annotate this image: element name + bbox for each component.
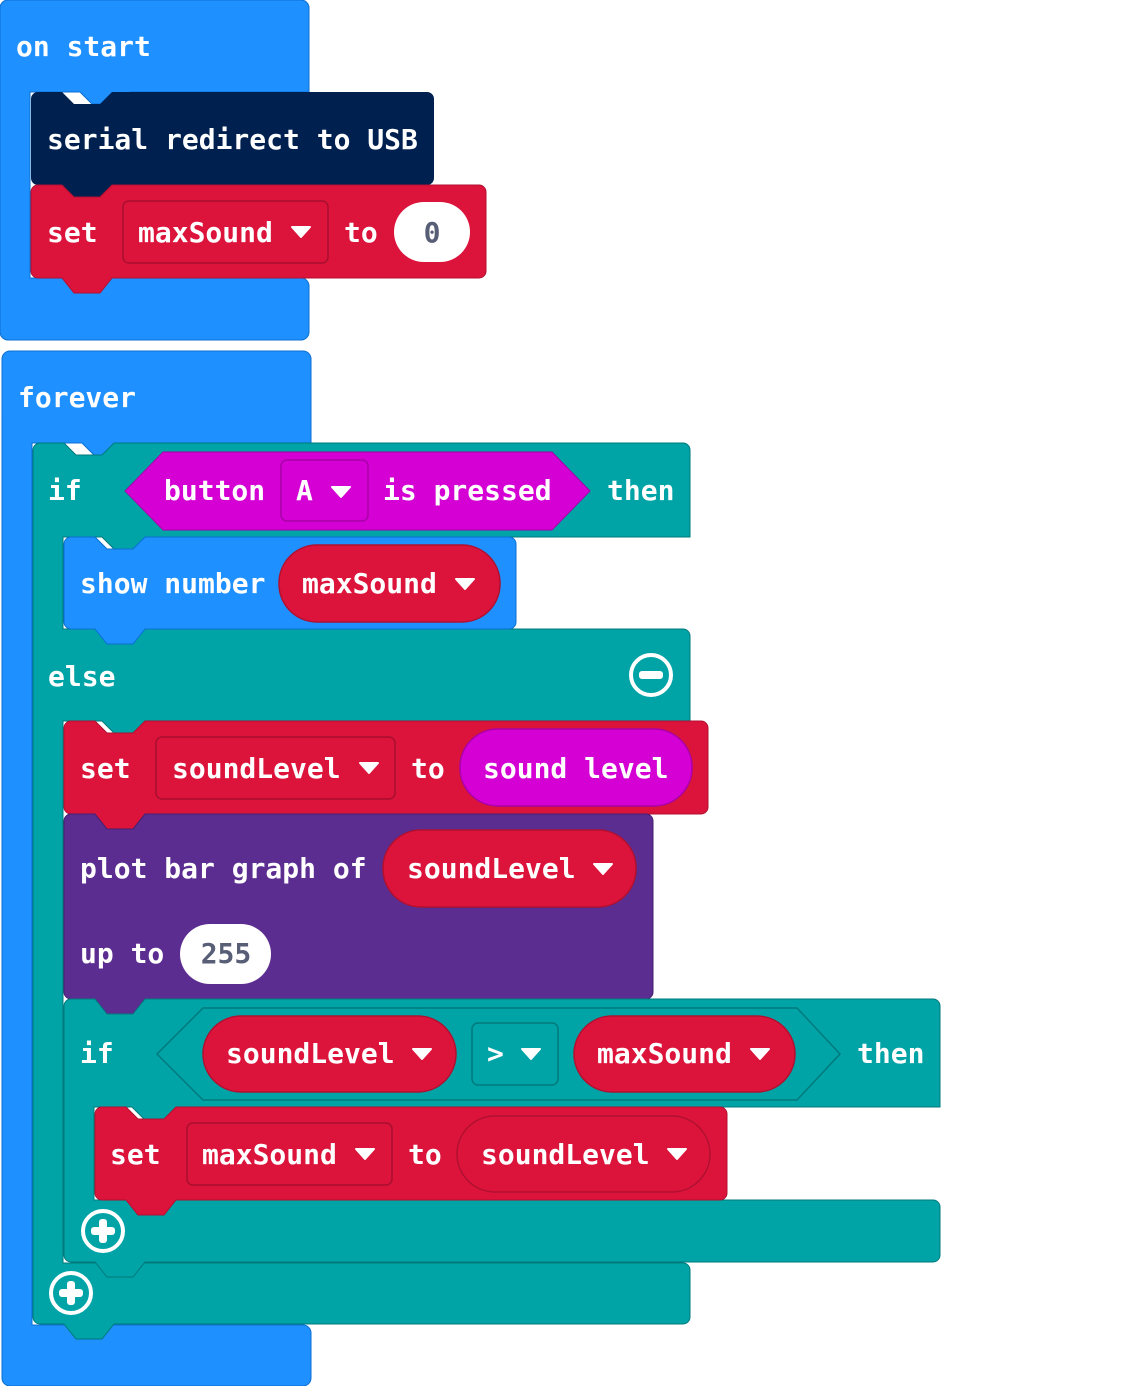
- button-choice-dropdown-box: [280, 459, 369, 522]
- show-number-block[interactable]: show number maxSound: [63, 536, 517, 645]
- serial-redirect-block[interactable]: serial redirect to USB: [31, 92, 434, 197]
- forever-block-shape: [1, 350, 312, 1386]
- set-maxsound-to-soundlevel-block[interactable]: set maxSound to soundLevel: [94, 1106, 728, 1216]
- right-variable-label: maxSound: [597, 1037, 732, 1070]
- show-number-keyword: show number: [80, 567, 265, 600]
- left-variable-label: soundLevel: [226, 1037, 395, 1070]
- forever-block[interactable]: forever: [1, 350, 312, 1386]
- variable-reporter[interactable]: soundLevel: [382, 829, 637, 908]
- variable-dropdown[interactable]: maxSound: [186, 1122, 393, 1186]
- is-pressed-keyword: is pressed: [383, 474, 552, 507]
- variable-dropdown[interactable]: soundLevel: [155, 736, 396, 800]
- number-input-box: [394, 202, 470, 262]
- number-input-value: 0: [424, 216, 441, 249]
- if-else-block[interactable]: if then else: [32, 442, 691, 1340]
- inner-if-block[interactable]: if then soundLevel > maxSound: [63, 998, 941, 1278]
- button-keyword: button: [164, 474, 265, 507]
- on-start-block-shape: [0, 0, 310, 341]
- plus-circle-icon: [49, 1271, 93, 1315]
- dropdown-arrow-icon: [412, 1048, 432, 1060]
- dropdown-arrow-icon: [750, 1048, 770, 1060]
- variable-reporter-shape: [278, 544, 501, 623]
- number-input-value: 255: [201, 937, 252, 970]
- dropdown-arrow-icon: [359, 762, 379, 774]
- serial-redirect-block-shape: [31, 92, 434, 197]
- dropdown-arrow-icon: [667, 1148, 687, 1160]
- variable-dropdown-box: [186, 1122, 393, 1186]
- variable-dropdown-box: [155, 736, 396, 800]
- set-keyword: set: [80, 752, 131, 785]
- operator-dropdown[interactable]: >: [471, 1022, 559, 1086]
- dropdown-arrow-icon: [355, 1148, 375, 1160]
- serial-redirect-label: serial redirect to USB: [47, 123, 418, 156]
- right-variable-reporter[interactable]: maxSound: [573, 1015, 796, 1093]
- plot-bar-graph-keyword: plot bar graph of: [80, 852, 367, 885]
- set-maxsound-block[interactable]: set maxSound to 0: [30, 184, 487, 294]
- up-to-keyword: up to: [80, 937, 164, 970]
- variable-reporter[interactable]: maxSound: [278, 544, 501, 623]
- sound-level-reporter-shape: [459, 728, 693, 807]
- variable-dropdown-label: maxSound: [138, 216, 273, 249]
- forever-label: forever: [18, 381, 136, 414]
- set-keyword: set: [47, 216, 98, 249]
- variable-dropdown-label: maxSound: [202, 1138, 337, 1171]
- plus-circle-icon: [81, 1209, 125, 1253]
- variable-reporter-label: maxSound: [302, 567, 437, 600]
- number-input[interactable]: 0: [394, 202, 470, 262]
- if-else-block-shape: [32, 442, 691, 1340]
- to-keyword: to: [411, 752, 445, 785]
- plot-bar-graph-block[interactable]: plot bar graph of soundLevel up to 255: [63, 813, 654, 1015]
- variable-reporter-shape: [456, 1115, 711, 1193]
- operator-dropdown-box: [471, 1022, 559, 1086]
- variable-reporter[interactable]: soundLevel: [456, 1115, 711, 1193]
- variable-reporter-shape: [382, 829, 637, 908]
- if-keyword: if: [80, 1037, 114, 1070]
- remove-else-button[interactable]: [629, 653, 673, 697]
- add-clause-button[interactable]: [81, 1209, 125, 1253]
- dropdown-arrow-icon: [291, 226, 311, 238]
- variable-reporter-label: soundLevel: [407, 852, 576, 885]
- else-keyword: else: [48, 660, 115, 693]
- dropdown-arrow-icon: [521, 1048, 541, 1060]
- then-keyword: then: [857, 1037, 924, 1070]
- left-variable-reporter[interactable]: soundLevel: [202, 1015, 457, 1093]
- sound-level-reporter-label: sound level: [483, 752, 668, 785]
- variable-reporter-label: soundLevel: [481, 1138, 650, 1171]
- dropdown-arrow-icon: [455, 578, 475, 590]
- right-variable-reporter-shape: [573, 1015, 796, 1093]
- number-input-box: [180, 924, 271, 984]
- variable-dropdown-label: soundLevel: [172, 752, 341, 785]
- on-start-block[interactable]: on start: [0, 0, 310, 341]
- variable-dropdown[interactable]: maxSound: [122, 200, 329, 264]
- operator-label: >: [487, 1037, 504, 1070]
- set-keyword: set: [110, 1138, 161, 1171]
- on-start-label: on start: [16, 30, 151, 63]
- sound-level-reporter[interactable]: sound level: [459, 728, 693, 807]
- set-soundlevel-block[interactable]: set soundLevel to sound level: [63, 720, 709, 830]
- dropdown-arrow-icon: [331, 486, 351, 498]
- variable-dropdown-box: [122, 200, 329, 264]
- minus-circle-icon: [629, 653, 673, 697]
- button-pressed-condition[interactable]: button A is pressed: [124, 451, 591, 531]
- button-choice-label: A: [296, 474, 313, 507]
- then-keyword: then: [607, 474, 674, 507]
- dropdown-arrow-icon: [593, 863, 613, 875]
- button-choice-dropdown[interactable]: A: [280, 459, 369, 522]
- add-clause-button[interactable]: [49, 1271, 93, 1315]
- comparison-condition[interactable]: soundLevel > maxSound: [155, 1007, 842, 1101]
- left-variable-reporter-shape: [202, 1015, 457, 1093]
- number-input[interactable]: 255: [180, 924, 271, 984]
- to-keyword: to: [344, 216, 378, 249]
- to-keyword: to: [408, 1138, 442, 1171]
- if-keyword: if: [48, 474, 82, 507]
